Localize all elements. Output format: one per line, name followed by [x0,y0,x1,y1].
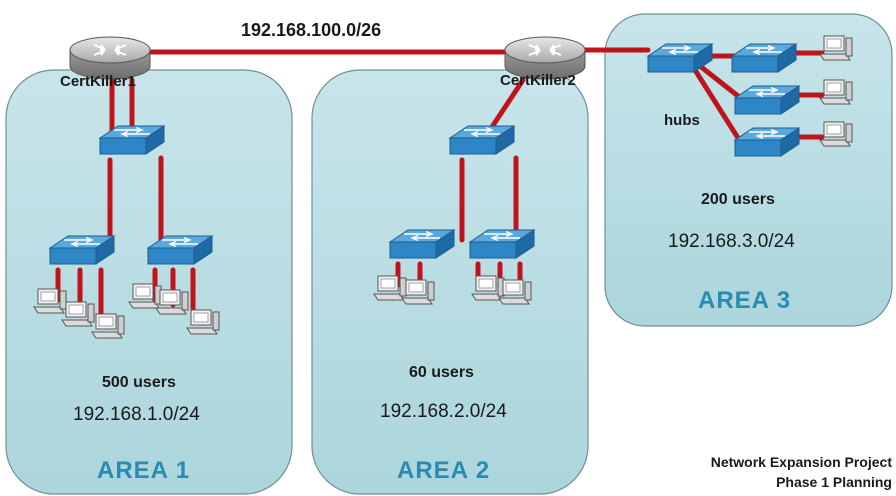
links [55,47,825,328]
area-3-subnet: 192.168.3.0/24 [668,231,795,252]
area-2-title: AREA 2 [397,457,491,484]
area-1-panel [5,69,293,495]
pc-icon [471,275,505,301]
pc-icon [186,309,220,335]
area-3-title: AREA 3 [698,287,792,314]
footer-subtitle: Phase 1 Planning [776,474,892,490]
area-2-users: 60 users [409,364,474,381]
pc-icon [819,79,853,105]
pc-icon [33,288,67,314]
hubs-label: hubs [664,112,700,129]
pc-icon [373,275,407,301]
area-2-subnet: 192.168.2.0/24 [380,401,507,422]
router-certkiller1-label: CertKiller1 [60,73,136,90]
area-3-users: 200 users [701,191,775,208]
area-2-panel [311,69,589,495]
pc-icon [498,279,532,305]
area-1-users: 500 users [102,374,176,391]
pc-icon [401,279,435,305]
pc-icon [61,301,95,327]
pc-icon [819,35,853,61]
pc-icon [819,121,853,147]
area-1-title: AREA 1 [97,457,191,484]
pc-icon [155,289,189,315]
pc-icon [128,283,162,309]
pc-icon [91,313,125,339]
area-1-subnet: 192.168.1.0/24 [73,404,200,425]
area-3-panel [604,13,893,327]
footer-title: Network Expansion Project [710,454,892,470]
router-certkiller2-label: CertKiller2 [500,72,576,89]
wan-link-label: 192.168.100.0/26 [241,20,382,40]
